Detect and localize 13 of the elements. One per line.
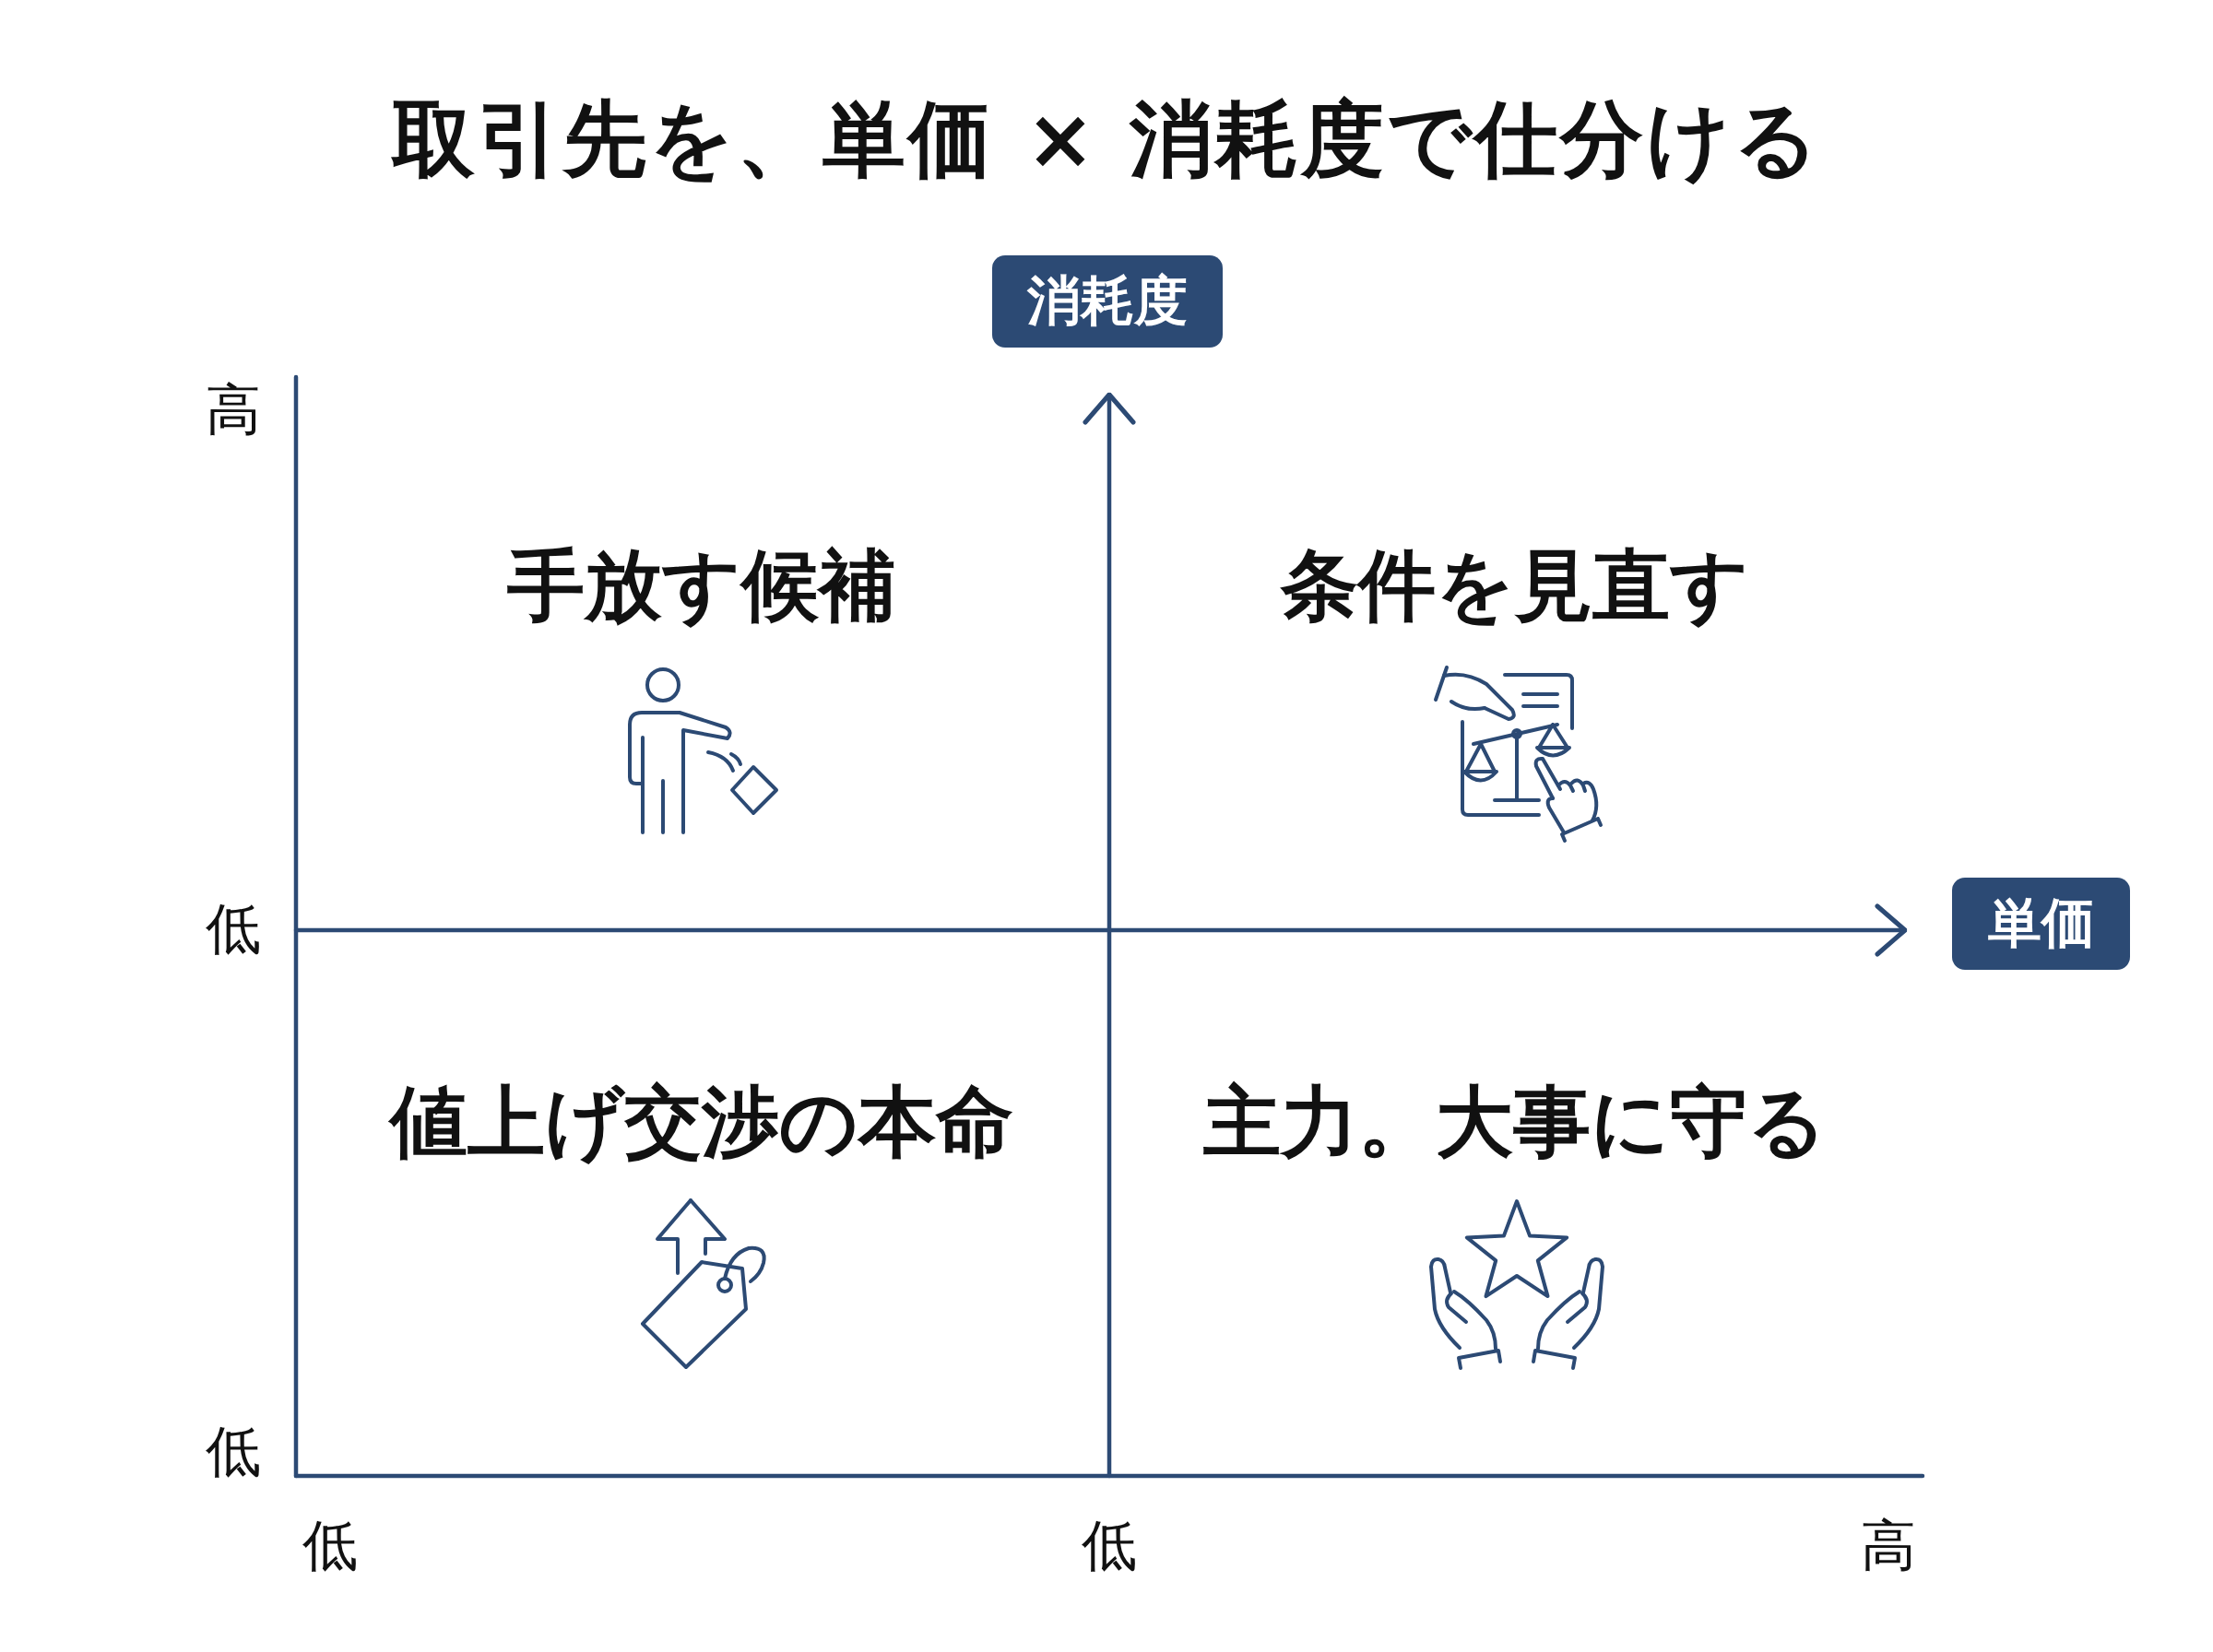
quadrant-label: 値上げ交渉の本命: [390, 1079, 1013, 1165]
axis-tick-label: 高: [206, 379, 261, 440]
axis-title: 消耗度: [992, 255, 1223, 348]
quadrant-label: 条件を見直す: [1281, 542, 1749, 629]
axis-tick-label: 低: [206, 1421, 261, 1481]
axis-tick-label: 低: [206, 898, 261, 959]
chart-title: 取引先を、単価 × 消耗度で仕分ける: [391, 92, 1822, 184]
axis-tick-label: 低: [1082, 1515, 1137, 1575]
quadrant-label: 手放す候補: [507, 542, 896, 629]
axis-tick-label: 低: [302, 1515, 358, 1575]
axis-tick-label: 高: [1861, 1515, 1916, 1575]
axis-title: 単価: [1952, 878, 2130, 970]
quadrant-label: 主力。大事に守る: [1203, 1079, 1827, 1165]
